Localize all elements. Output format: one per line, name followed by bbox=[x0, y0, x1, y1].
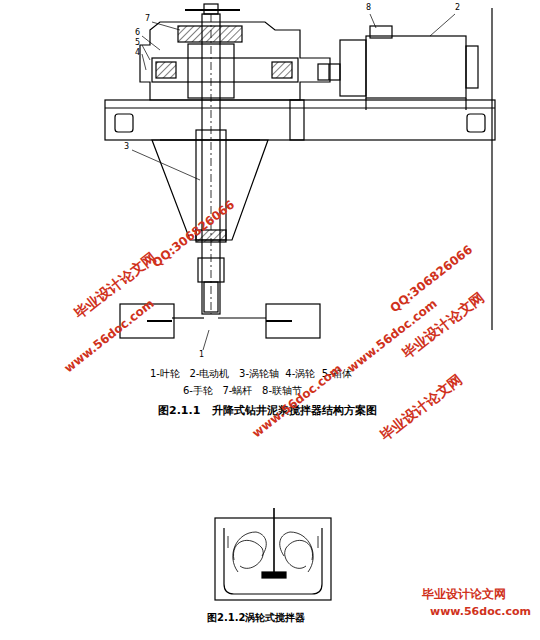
watermark: www.56doc.com bbox=[430, 606, 531, 618]
callout-number: 2 bbox=[455, 4, 460, 13]
callout-number: 5 bbox=[135, 39, 140, 48]
watermark: 毕业设计论文网 bbox=[422, 588, 506, 601]
watermark: 毕业设计论文网 bbox=[378, 372, 465, 444]
figure-caption: 图2.1.2涡轮式搅拌器 bbox=[207, 612, 305, 623]
callout-number: 7 bbox=[145, 15, 150, 24]
callout-number: 1 bbox=[199, 351, 204, 360]
callout-number: 4 bbox=[135, 49, 140, 58]
callout-number: 8 bbox=[366, 4, 371, 13]
parts-list: 6-手轮 7-蜗杆 8-联轴节 bbox=[183, 385, 302, 396]
callout-number: 6 bbox=[135, 29, 140, 38]
callout-number: 3 bbox=[124, 143, 129, 152]
